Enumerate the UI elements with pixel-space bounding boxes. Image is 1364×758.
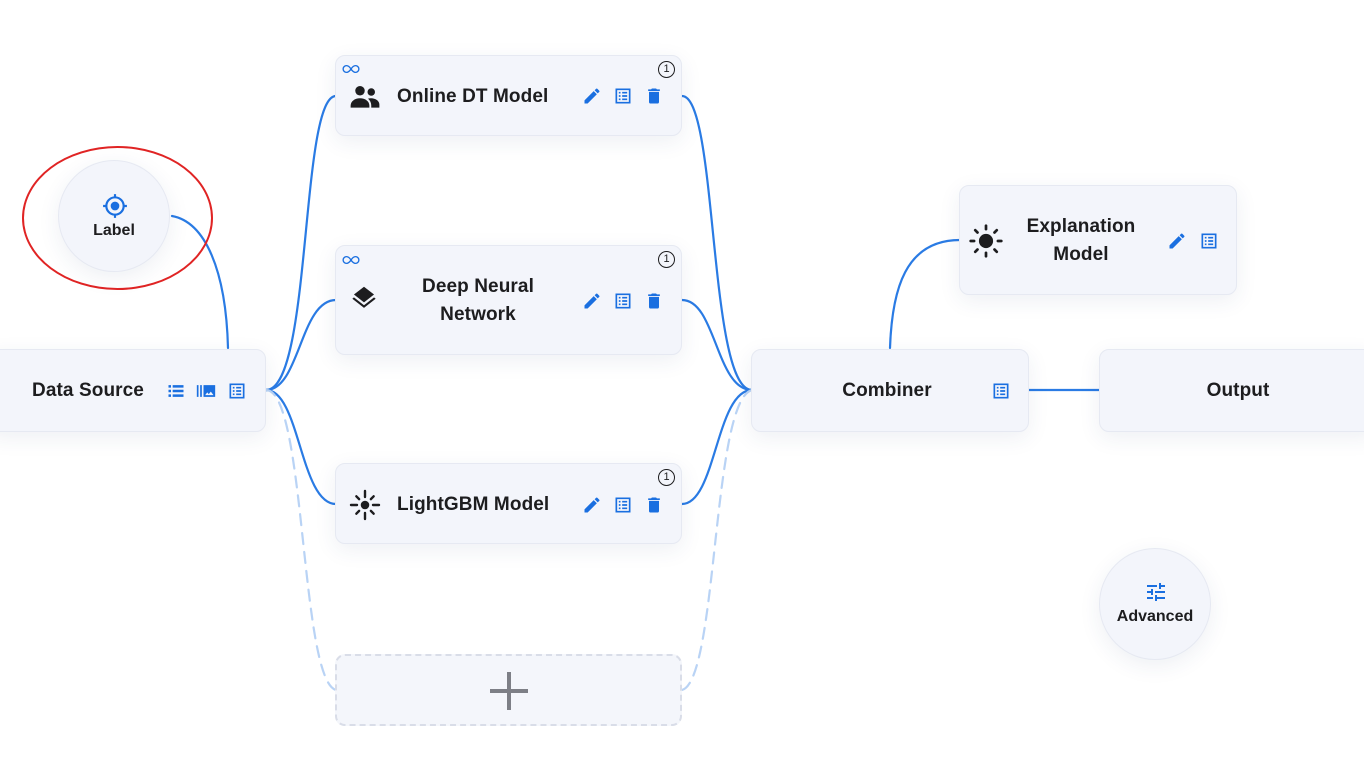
infinity-icon bbox=[342, 64, 360, 74]
count-badge: 1 bbox=[658, 469, 675, 486]
plus-icon bbox=[490, 672, 528, 710]
deep-neural-network-title-line1: Deep Neural bbox=[422, 276, 534, 297]
count-badge: 1 bbox=[658, 61, 675, 78]
edge-datasource-to-add-dashed bbox=[264, 388, 338, 692]
explanation-model-title-line2: Model bbox=[1053, 244, 1109, 265]
list-detail-icon[interactable] bbox=[613, 291, 633, 311]
data-source-node[interactable]: Data Source bbox=[0, 349, 266, 432]
trash-icon[interactable] bbox=[644, 86, 664, 106]
lightgbm-model-node[interactable]: 1 LightGBM Model bbox=[335, 463, 682, 544]
list-detail-icon[interactable] bbox=[227, 381, 247, 401]
label-node-text: Label bbox=[93, 222, 135, 239]
pencil-icon[interactable] bbox=[1167, 231, 1187, 251]
output-title: Output bbox=[1206, 380, 1270, 401]
explanation-model-node[interactable]: Explanation Model bbox=[959, 185, 1237, 295]
edge-dnn-to-combiner bbox=[680, 298, 754, 392]
trash-icon[interactable] bbox=[644, 495, 664, 515]
highlight-ring bbox=[22, 146, 213, 290]
edge-lightgbm-to-combiner bbox=[680, 388, 754, 506]
pencil-icon[interactable] bbox=[582, 86, 602, 106]
deep-neural-network-node[interactable]: 1 Deep Neural Network bbox=[335, 245, 682, 355]
explanation-model-title-line1: Explanation bbox=[1026, 216, 1136, 237]
list-detail-icon[interactable] bbox=[613, 495, 633, 515]
edge-onlinedt-to-combiner bbox=[680, 94, 754, 392]
advanced-label: Advanced bbox=[1116, 608, 1194, 625]
list-icon[interactable] bbox=[166, 381, 186, 401]
sliders-icon bbox=[1147, 583, 1165, 601]
count-badge: 1 bbox=[658, 251, 675, 268]
edge-datasource-to-dnn bbox=[264, 298, 338, 392]
layers-icon bbox=[352, 286, 376, 308]
combiner-node[interactable]: Combiner bbox=[751, 349, 1029, 432]
list-detail-icon[interactable] bbox=[991, 381, 1011, 401]
sun-icon bbox=[969, 224, 1003, 258]
online-dt-model-title: Online DT Model bbox=[397, 86, 549, 107]
trash-icon[interactable] bbox=[644, 291, 664, 311]
pencil-icon[interactable] bbox=[582, 291, 602, 311]
label-node[interactable]: Label bbox=[58, 160, 170, 272]
list-detail-icon[interactable] bbox=[613, 86, 633, 106]
edge-combiner-to-explanation bbox=[888, 238, 962, 350]
add-model-button[interactable] bbox=[335, 654, 682, 726]
edge-datasource-to-onlinedt bbox=[264, 94, 338, 392]
infinity-icon bbox=[342, 255, 360, 265]
list-detail-icon[interactable] bbox=[1199, 231, 1219, 251]
pencil-icon[interactable] bbox=[582, 495, 602, 515]
output-node[interactable]: Output bbox=[1099, 349, 1364, 432]
edge-add-to-combiner-dashed bbox=[680, 388, 754, 692]
data-source-title: Data Source bbox=[32, 380, 144, 401]
edge-datasource-to-lightgbm bbox=[264, 388, 338, 506]
image-columns-icon[interactable] bbox=[195, 381, 217, 401]
advanced-button[interactable]: Advanced bbox=[1099, 548, 1211, 660]
combiner-title: Combiner bbox=[842, 380, 932, 401]
deep-neural-network-title-line2: Network bbox=[440, 304, 516, 325]
target-icon bbox=[103, 194, 127, 218]
online-dt-model-node[interactable]: 1 Online DT Model bbox=[335, 55, 682, 136]
lightgbm-model-title: LightGBM Model bbox=[397, 494, 550, 515]
people-icon bbox=[350, 86, 380, 108]
light-burst-icon bbox=[349, 489, 381, 521]
